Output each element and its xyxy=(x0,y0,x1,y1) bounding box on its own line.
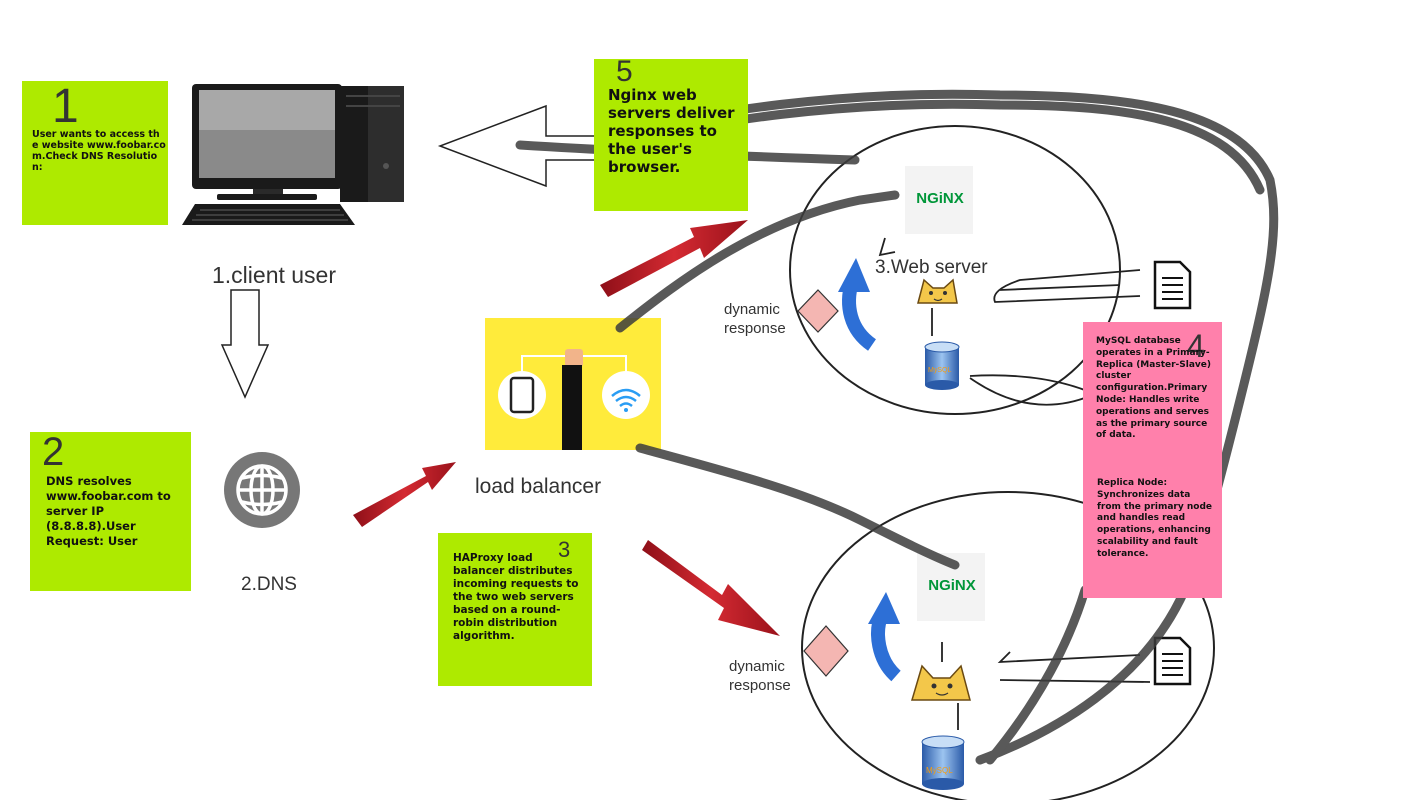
tomcat-icon xyxy=(917,278,958,304)
web-server-label: 3.Web server xyxy=(875,257,988,278)
red-arrow-lb-to-note5 xyxy=(600,220,748,297)
mysql-logo-text: MySQL xyxy=(926,766,953,775)
diamond-icon xyxy=(797,289,839,333)
document-icon xyxy=(1153,260,1192,310)
note-text: Nginx web servers deliver responses to t… xyxy=(608,86,735,176)
computer-icon xyxy=(182,84,404,225)
note-number: 5 xyxy=(616,55,633,88)
nginx-logo-text: NGiNX xyxy=(928,577,976,594)
globe-icon xyxy=(224,452,300,528)
note-text: MySQL database operates in a Primary-Rep… xyxy=(1096,336,1211,441)
nginx-logo-text: NGiNX xyxy=(916,190,964,207)
document-icon xyxy=(1153,636,1192,686)
mysql-icon xyxy=(921,735,965,790)
mysql-icon xyxy=(924,341,960,390)
note-text: HAProxy load balancer distributes incomi… xyxy=(453,552,579,642)
web-server-cluster-bottom xyxy=(801,491,1215,800)
red-arrow-lb-to-bottom xyxy=(642,540,780,636)
red-arrow-dns-to-lb xyxy=(353,462,456,527)
down-arrow xyxy=(220,289,270,399)
nginx-logo xyxy=(905,166,973,234)
blue-arrow-bottom xyxy=(868,592,902,682)
blue-arrow-top xyxy=(838,258,877,351)
dynamic-response-label-top: dynamic response xyxy=(724,301,786,337)
note-2: 2 DNS resolves www.foobar.com to server … xyxy=(30,430,191,591)
note-4: 4 MySQL database operates in a Primary-R… xyxy=(1083,322,1222,598)
note-text-replica: Replica Node: Synchronizes data from the… xyxy=(1097,478,1212,559)
client-user-label: 1.client user xyxy=(212,262,337,288)
note-1: 1 User wants to access the website www.f… xyxy=(22,80,168,225)
mysql-logo-text: MySQL xyxy=(928,367,952,374)
note-text: DNS resolves www.foobar.com to server IP… xyxy=(46,474,171,548)
thin-connectors xyxy=(878,237,1151,730)
web-server-cluster-top xyxy=(789,125,1121,415)
tomcat-icon xyxy=(910,664,971,701)
note-3: 3 HAProxy load balancer distributes inco… xyxy=(438,533,592,686)
note-text: User wants to access the website www.foo… xyxy=(32,129,166,173)
note-5: 5 Nginx web servers deliver responses to… xyxy=(594,55,748,211)
note-number: 2 xyxy=(42,430,65,474)
diamond-icon xyxy=(803,625,849,677)
load-balancer-icon xyxy=(485,318,661,450)
note-number: 1 xyxy=(52,80,79,133)
note-number: 4 xyxy=(1187,328,1205,364)
dns-label: 2.DNS xyxy=(241,574,297,595)
dynamic-response-label-bottom: dynamic response xyxy=(729,658,791,694)
load-balancer-label: load balancer xyxy=(475,475,602,498)
note-number: 3 xyxy=(558,537,571,562)
